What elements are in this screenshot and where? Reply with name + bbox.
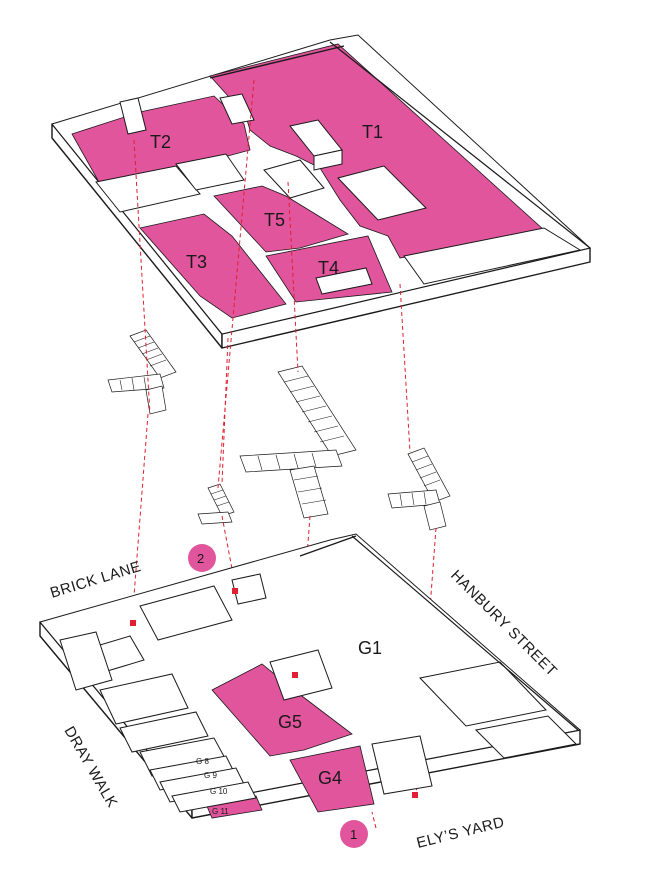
label-G11: G 11	[212, 807, 229, 816]
upper-floor-plan: T2 T1 T5 T3 T4	[51, 34, 592, 349]
stair-right	[387, 447, 451, 531]
label-T3: T3	[186, 252, 207, 272]
upper-right-wall	[329, 41, 591, 249]
ground-core	[269, 649, 333, 701]
ground-side-room	[419, 661, 547, 727]
label-G8: G 8	[196, 757, 209, 766]
upper-wc	[175, 153, 245, 191]
room-T3	[139, 213, 287, 319]
connector-small-stair-bottom	[221, 515, 237, 591]
ground-corridor	[59, 631, 113, 691]
ground-floor-plan: G1 G5 G4 G 8 G 9 G 10 G 11	[39, 533, 582, 819]
room-T5	[213, 185, 349, 253]
upper-rear-wall	[209, 45, 345, 79]
stair-left	[107, 329, 177, 415]
upper-core-room-wall	[313, 149, 343, 171]
red-marker-stair	[130, 620, 136, 626]
ground-rear-rooms	[139, 585, 233, 641]
red-marker-entrance	[412, 792, 418, 798]
upper-lift-room	[263, 159, 325, 199]
upper-front-room	[403, 227, 582, 285]
upper-stair-box	[119, 97, 147, 135]
connector-right-top	[399, 283, 411, 453]
connector-centre-top	[287, 181, 299, 373]
label-T5: T5	[264, 210, 285, 230]
marker-2: 2	[188, 544, 216, 572]
label-T1: T1	[362, 122, 383, 142]
ground-room-G10	[171, 781, 257, 813]
ground-room-b	[119, 711, 209, 753]
room-G4	[289, 745, 375, 813]
label-T2: T2	[150, 132, 171, 152]
label-G1: G1	[358, 638, 382, 658]
svg-text:1: 1	[350, 827, 357, 842]
stair-centre	[239, 365, 357, 519]
street-elys-yard: ELY’S YARD	[415, 814, 506, 852]
ground-corner-room	[474, 715, 578, 759]
ground-entry-2	[231, 573, 267, 605]
label-T4: T4	[318, 258, 339, 278]
street-dray-walk: DRAY WALK	[61, 724, 121, 811]
connector-stair-left-top	[133, 139, 151, 415]
room-G5	[211, 663, 353, 757]
red-marker-entry-2	[232, 588, 238, 594]
red-marker-core	[292, 672, 298, 678]
upper-office-room	[337, 165, 427, 221]
marker-1: 1	[340, 820, 368, 848]
upper-landing	[219, 93, 255, 125]
upper-bench	[315, 267, 373, 295]
ground-room-a	[99, 673, 189, 725]
connector-stair-left-bottom	[131, 413, 149, 623]
street-brick-lane: BRICK LANE	[48, 558, 143, 602]
label-G4: G4	[318, 768, 342, 788]
entrance-arrow	[371, 811, 377, 829]
connector-t3	[221, 337, 229, 485]
ground-entrance-lobby	[371, 735, 433, 795]
label-G10: G 10	[210, 787, 228, 796]
label-G5: G5	[278, 712, 302, 732]
stair-small	[197, 483, 235, 525]
label-G9: G 9	[204, 771, 217, 780]
upper-corridor	[95, 165, 201, 213]
connector-small-stair-top	[217, 79, 255, 489]
svg-text:2: 2	[197, 551, 204, 566]
